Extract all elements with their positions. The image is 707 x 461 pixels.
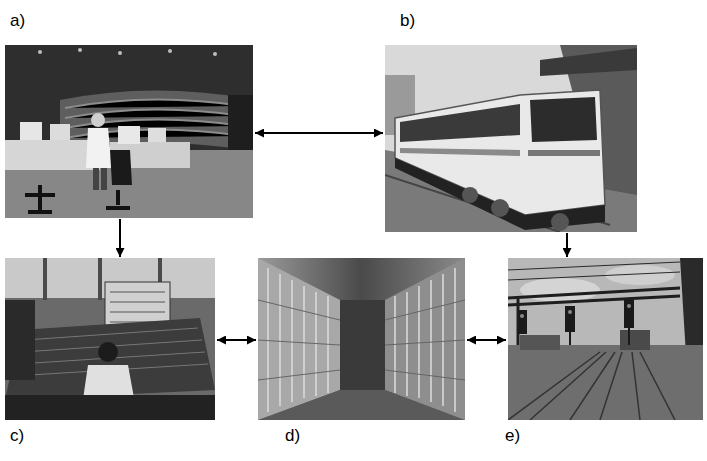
connector-arrow (255, 132, 383, 134)
connector-arrow (119, 219, 121, 257)
train-photo (385, 45, 637, 232)
photo-frame: e) (508, 258, 703, 420)
signal-box-photo (5, 258, 215, 420)
railway-signals-photo (508, 258, 703, 420)
connector-arrow (566, 233, 568, 257)
photo-label: c) (8, 426, 26, 446)
relay-room-photo (258, 258, 465, 420)
photo-frame: b) (385, 45, 637, 232)
photo-frame: a) (5, 45, 253, 218)
photo-label: e) (503, 426, 522, 446)
connector-arrow (217, 339, 256, 341)
photo-frame: c) (5, 258, 215, 420)
photo-label: d) (283, 426, 302, 446)
connector-arrow (467, 339, 506, 341)
photo-label: a) (8, 11, 27, 31)
control-room-photo (5, 45, 253, 218)
photo-label: b) (398, 11, 417, 31)
photo-frame: d) (258, 258, 465, 420)
